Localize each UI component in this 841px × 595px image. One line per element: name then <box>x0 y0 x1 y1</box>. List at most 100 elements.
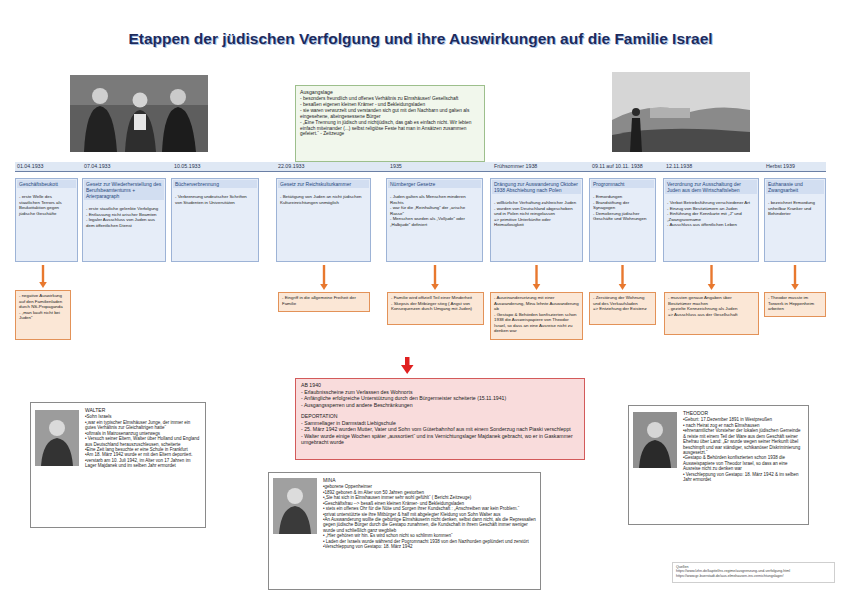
box-text: - Gestapo & Behörden konfiszierten schon… <box>494 312 579 334</box>
box-text: - 25. März 1942 wurden Mutter, Vater und… <box>301 426 579 433</box>
event-box: Verordnung zur Ausschaltung der Juden au… <box>663 178 759 262</box>
effect-box: - Auseinandersetzung mit einer Auswander… <box>490 292 583 340</box>
arrow-shaft <box>434 265 436 285</box>
box-text: • „Hier gehören wir hin. Es wird schon n… <box>323 533 536 538</box>
box-heading: Bücherverbrennung <box>173 180 257 188</box>
effect-box: - Familie wird offiziell Teil einer Mind… <box>387 292 484 325</box>
event-box: Bücherverbrennung - Verbrennung undeutsch… <box>171 178 259 262</box>
box-text: - Betätigung von Juden an nicht jüdische… <box>280 194 367 205</box>
box-text: - negative Auswirkung auf den Familienla… <box>19 293 67 310</box>
box-text: •Am 18. März 1942 wurde er mit den Elter… <box>85 452 201 457</box>
box-text: - Anfängliche erfolgreiche Unterstützung… <box>301 395 579 402</box>
box-text: •privat unterstützte sie ihre Mitbürger … <box>323 512 536 517</box>
box-text: - Ausschluss aus öffentlichen Leben <box>667 222 755 228</box>
person-box: WALTER•Sohn Israels•„war ein typischer E… <box>30 402 206 528</box>
box-text: => primitive Unterkünfte oder Heimatlosi… <box>494 217 579 228</box>
event-box: Euthanasie und Zwangsarbeit- bezeichnet … <box>764 178 826 262</box>
box-text: - gezielte Kennzeichnung als Juden <box>668 306 755 312</box>
box-text: - besaßen eigenen kleinen Krämer - und B… <box>300 102 480 108</box>
box-text: - war für die „Reinhaltung“ der „arische… <box>390 205 479 216</box>
box-text: - erste staatliche gelenkte Verfolgung <box>86 206 162 212</box>
box-text: •Verschleppung von Gestapo: 18. März 194… <box>323 544 536 549</box>
box-text: •Sohn Israels <box>85 414 201 419</box>
box-text: - Eingriff in die allgemeine Freiheit de… <box>282 295 366 306</box>
red-arrow <box>401 357 414 374</box>
box-text: - erste Welle des staatlichen Terrors al… <box>19 194 74 216</box>
effect-box: - negative Auswirkung auf den Familienla… <box>15 290 71 340</box>
box-text: - Juden galten als Menschen minderen Rec… <box>390 194 479 205</box>
box-text: • nach Heirat zog er nach Elmshausen <box>683 423 804 428</box>
date-label: 22.09.1933 <box>278 163 305 169</box>
box-text: - „man kauft nicht bei Juden“ <box>19 310 67 321</box>
event-box: Drängung zur Auswanderung Oktober 1938 A… <box>490 178 583 262</box>
arrow-shaft <box>621 265 623 285</box>
box-text: • Laden der Israels wurde während der Po… <box>323 539 536 544</box>
village-photo <box>612 72 750 152</box>
family-photo <box>70 75 208 152</box>
arrow-shaft <box>323 265 325 285</box>
event-box: Progromnacht- Ermordungen- Brandstiftung… <box>589 178 656 262</box>
box-text: • Versuch seiner Eltern, Walter über Hol… <box>85 436 201 447</box>
box-text: • stets ein offenes Ohr für die Nöte und… <box>323 506 536 511</box>
date-label: Herbst 1939 <box>766 163 795 169</box>
event-box: Geschäftsbeukott - erste Welle des staatl… <box>15 178 78 262</box>
effect-box: - mussten genaue Angaben über Besitztüme… <box>664 292 759 335</box>
arrow-head <box>619 284 627 290</box>
box-text: - Einzug von Besitztümern an Juden <box>667 206 755 212</box>
box-text: •An Auswanderung wollte die gebürtige El… <box>323 517 536 533</box>
box-text: - Familie wird offiziell Teil einer Mind… <box>391 295 480 301</box>
date-label: Frühsommer 1938 <box>494 163 537 169</box>
box-text: - Theodor musste im Torwerk in Heppenhei… <box>768 295 822 312</box>
box-heading: Drängung zur Auswanderung Oktober 1938 A… <box>492 180 581 194</box>
arrow-head <box>533 284 541 290</box>
box-text: - legaler Ausschluss von Juden aus dem ö… <box>86 217 162 228</box>
box-text: - sie waren verwurzelt und verstanden si… <box>300 108 480 120</box>
flow-arrow <box>619 265 627 290</box>
box-text: •ehrenamtlicher Vorsteher der lokalen jü… <box>683 428 804 455</box>
box-text: - besonders freundlich und offenes Verhä… <box>300 96 480 102</box>
box-text: •Geschäftsfrau --> besaß einen kleinen K… <box>323 501 536 506</box>
event-box: Nürnberger Gesetze - Juden galten als Men… <box>386 178 483 262</box>
box-text: https://www.gr-buerstadt.de/aus-elmshaus… <box>676 574 831 578</box>
box-text: •1892 geboren & im Alter von 50 Jahren g… <box>323 490 536 495</box>
box-text: - „Eine Trennung in jüdisch und nichtjüd… <box>300 120 480 138</box>
box-text: - Brandstiftung der Synagogen <box>593 200 652 211</box>
arrow-head <box>708 284 716 290</box>
flow-arrow <box>320 265 328 290</box>
box-heading: Geschäftsbeukott <box>17 180 76 188</box>
box-text: => Entziehung der Existenz <box>593 306 652 312</box>
box-heading: Gesetz zur Reichskulturkammer <box>278 180 369 188</box>
box-text: - Erlaubnisscheine zum Verlassen des Woh… <box>301 389 579 396</box>
box-text: •verstarb am 10. Juli 1942, im Alter von… <box>85 458 201 469</box>
box-text: •Eine Zeit lang besuchte er eine Schule … <box>85 447 201 452</box>
arrow-head <box>320 284 328 290</box>
box-text: •Gestapo & Behörden konfiszierten schon … <box>683 455 804 471</box>
flow-arrow <box>39 265 47 288</box>
date-label: 07.04.1933 <box>84 163 111 169</box>
box-heading: Nürnberger Gesetze <box>388 180 481 188</box>
flow-arrow <box>791 265 799 290</box>
box-text: •oftmals in Matrosenanzug unterwegs <box>85 431 201 436</box>
box-heading: Euthanasie und Zwangsarbeit <box>766 180 824 194</box>
walter-photo <box>35 410 79 466</box>
box-heading: Progromnacht <box>591 180 654 188</box>
box-text: - Verbrennung undeutscher Schriften von … <box>175 194 255 205</box>
box-text: •Geburt: 17.Dezember 1891 in Westpreußen <box>683 417 804 422</box>
box-text: - Auseinandersetzung mit einer Auswander… <box>494 295 579 312</box>
timeline-band <box>15 162 826 171</box>
effect-box: - Zerstörung der Wohnung und des Verkauf… <box>589 292 656 325</box>
box-text: - Walter wurde einige Wochen später „aus… <box>301 433 579 446</box>
diagram-title: Etappen der jüdischen Verfolgung und ihr… <box>0 30 841 48</box>
flow-arrow <box>708 265 716 290</box>
arrow-head <box>791 284 799 290</box>
box-text: - mussten genaue Angaben über Besitztüme… <box>668 295 755 306</box>
box-heading: Verordnung zur Ausschaltung der Juden au… <box>665 180 757 194</box>
box-heading: Ausgangslage <box>300 89 480 95</box>
box-text: - Demolierung jüdischer Geschäfte und Wo… <box>593 211 652 222</box>
box-text: - Skepsis der Mitbürger stieg ( Angst vo… <box>391 301 480 312</box>
box-text: - Verbot Betriebsführung verschiedener A… <box>667 200 755 206</box>
box-text: •„Sie hat sich in Elmshausen immer sehr … <box>323 495 536 500</box>
date-label: 1935 <box>390 163 402 169</box>
box-heading: MINA <box>323 477 536 483</box>
mina-photo <box>273 478 317 534</box>
